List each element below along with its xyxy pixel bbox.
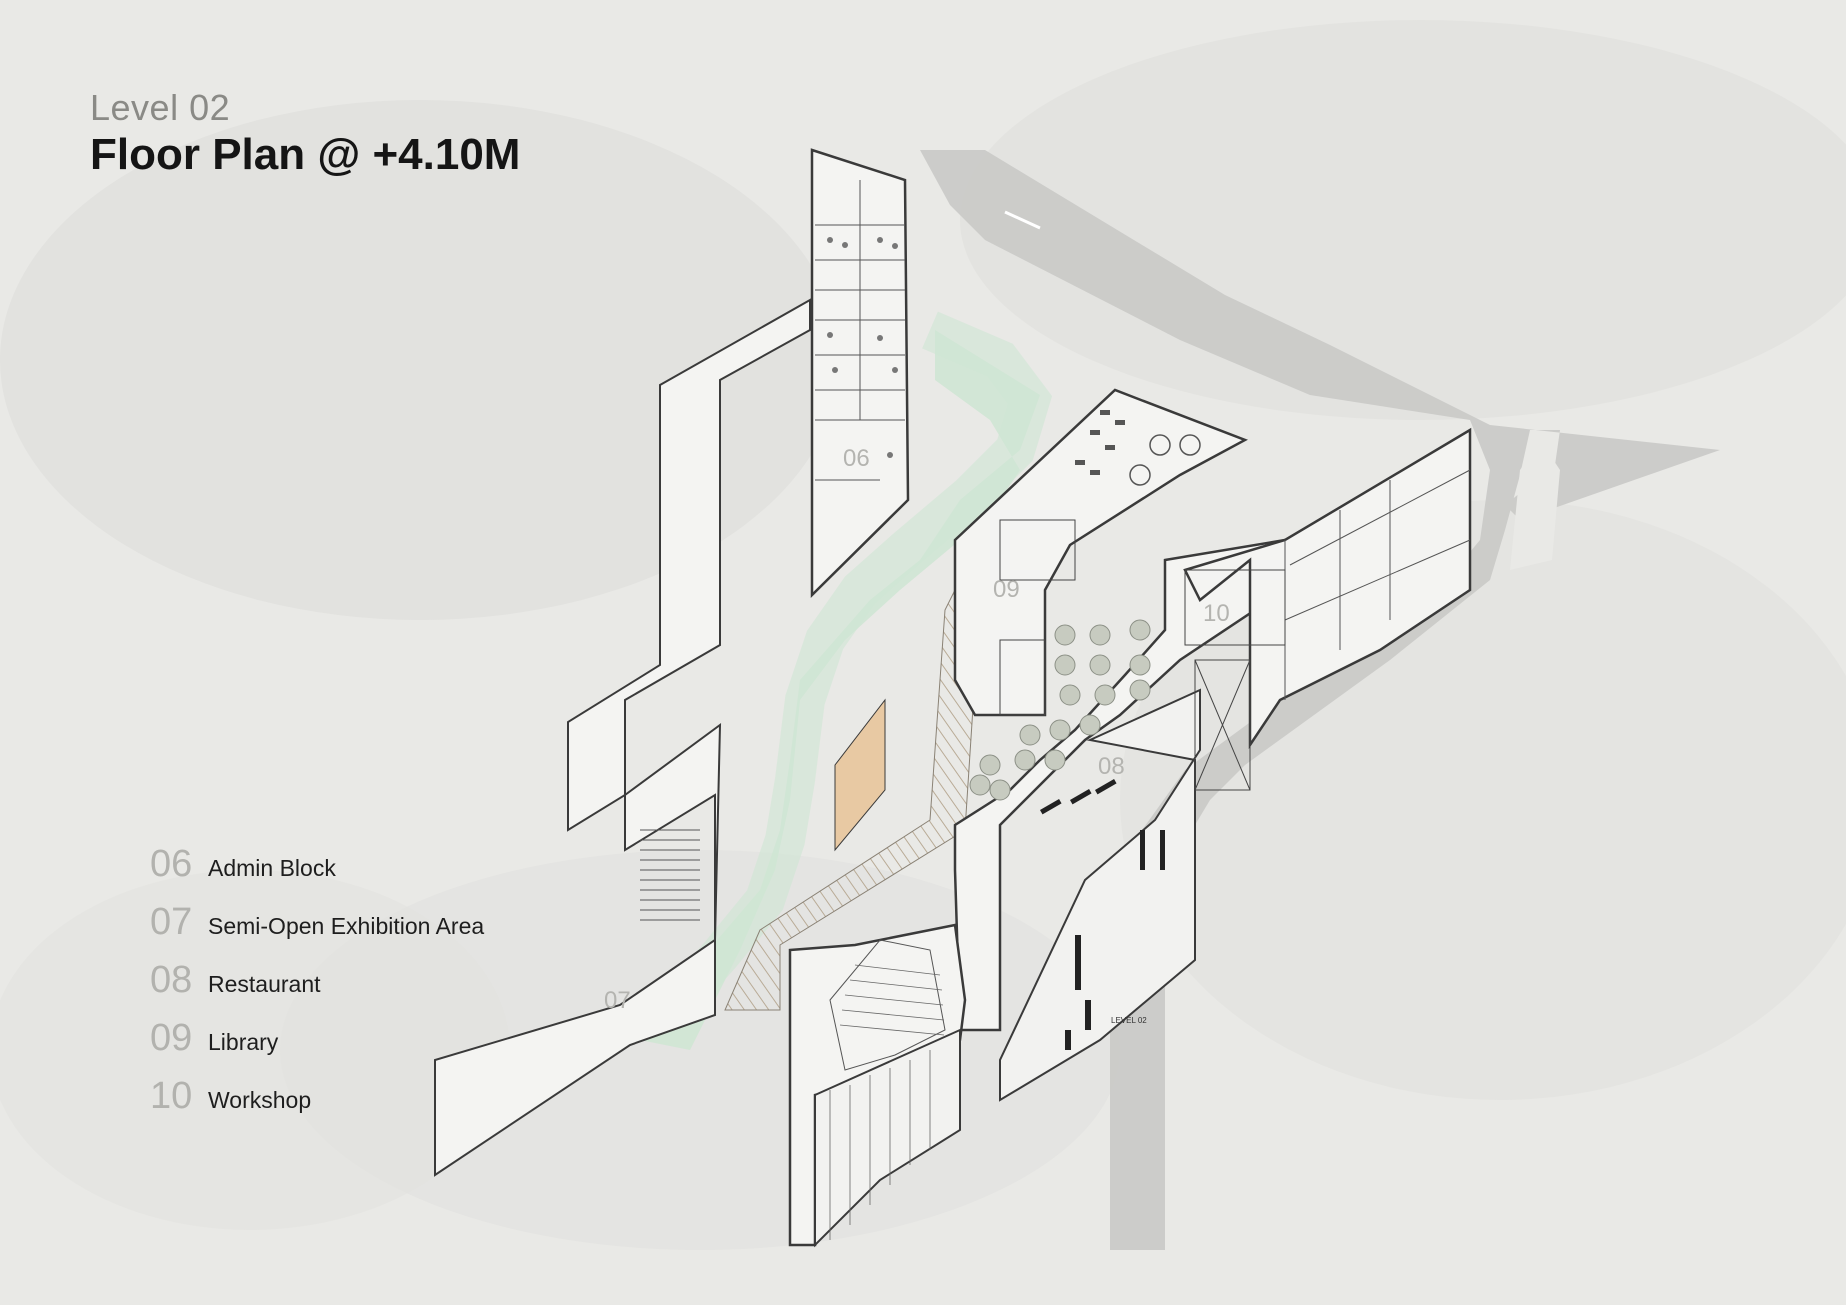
zone-label-08: 08: [1098, 753, 1125, 780]
workshop-block: [1183, 427, 1472, 791]
legend-label: Restaurant: [208, 971, 321, 997]
legend-item: 06 Admin Block: [150, 826, 484, 884]
zone-label-09: 09: [993, 576, 1020, 603]
auditorium-block: [788, 923, 967, 1248]
landscape-strip: [640, 330, 1040, 1050]
legend-item: 07 Semi-Open Exhibition Area: [150, 884, 484, 942]
legend-item: 08 Restaurant: [150, 942, 484, 1000]
legend-number: 07: [150, 901, 193, 943]
legend-label: Semi-Open Exhibition Area: [208, 913, 485, 939]
zone-label-10: 10: [1203, 600, 1230, 627]
exhibition-floor: [834, 698, 886, 852]
library-block: [953, 388, 1248, 717]
exhibition-left-stairs: [640, 829, 700, 921]
legend-item: 10 Workshop: [150, 1058, 484, 1116]
legend: 06 Admin Block 07 Semi-Open Exhibition A…: [150, 826, 484, 1116]
legend-number: 08: [150, 959, 193, 1001]
title-block: Level 02 Floor Plan @ +4.10M: [90, 88, 520, 180]
level-tag: LEVEL 02: [1111, 1016, 1147, 1025]
court-trees: [969, 619, 1151, 801]
legend-item: 09 Library: [150, 1000, 484, 1058]
legend-number: 10: [150, 1075, 193, 1117]
legend-label: Workshop: [208, 1087, 312, 1113]
page-title: Floor Plan @ +4.10M: [90, 130, 521, 179]
left-wing: [434, 298, 811, 1177]
level-subtitle: Level 02: [90, 87, 231, 128]
admin-block: [810, 148, 910, 598]
legend-label: Library: [208, 1029, 279, 1055]
legend-label: Admin Block: [208, 855, 336, 881]
zone-label-07: 07: [604, 987, 631, 1014]
legend-number: 09: [150, 1017, 193, 1059]
legend-number: 06: [150, 843, 193, 885]
zone-label-06: 06: [843, 445, 870, 472]
